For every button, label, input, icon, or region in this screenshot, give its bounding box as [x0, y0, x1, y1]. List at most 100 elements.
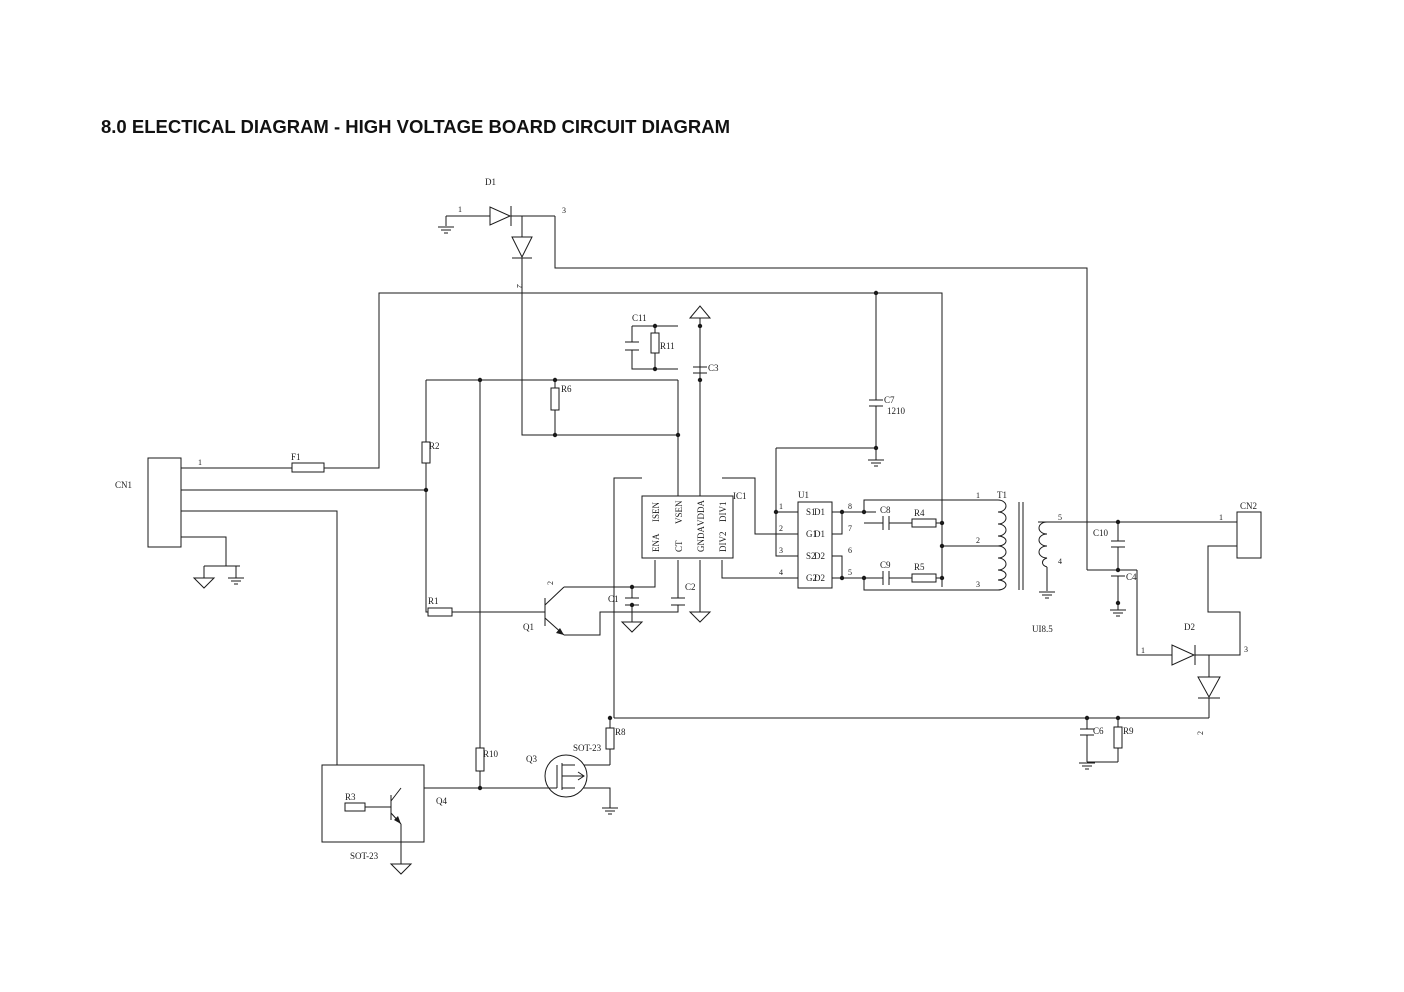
transformer-t1: T1 1 2 3 4 5 UI8.5 [976, 490, 1062, 634]
transistor-q1: Q1 2 [523, 581, 565, 636]
d1-label: D1 [485, 177, 496, 187]
capacitor-c10: C10 [1093, 528, 1125, 548]
c1-label: C1 [608, 594, 619, 604]
r9-label: R9 [1123, 726, 1134, 736]
u1-pin-d2b: D2 [814, 573, 825, 583]
q3-package: SOT-23 [573, 743, 602, 753]
d2-pin1: 1 [1141, 646, 1145, 655]
r11-label: R11 [660, 341, 675, 351]
c11-label: C11 [632, 313, 647, 323]
u1-pin-d2a: D2 [814, 551, 825, 561]
ic1-label: IC1 [733, 491, 747, 501]
q4-label: Q4 [436, 796, 447, 806]
resistor-r6: R6 [550, 384, 572, 411]
connector-cn1: CN1 1 [115, 457, 245, 589]
u1-pin-d1b: D1 [814, 529, 825, 539]
fuse-f1: F1 [291, 452, 325, 473]
u1-num-2: 2 [779, 524, 783, 533]
ground-symbols [390, 305, 1127, 875]
mosfet-q3: Q3 SOT-23 [526, 743, 602, 798]
q1-pin: 2 [546, 581, 555, 585]
ic1-pin-div2: DIV2 [718, 532, 728, 553]
resistor-r2: R2 [421, 441, 440, 464]
cn2-pin1: 1 [1219, 513, 1223, 522]
c9-label: C9 [880, 560, 891, 570]
capacitor-c8: C8 [880, 505, 891, 530]
resistor-r1: R1 [427, 596, 453, 617]
c7-value: 1210 [887, 406, 906, 416]
d2-pin3: 3 [1244, 645, 1248, 654]
u1: U1 S1 D1 G1 D1 S2 D2 G2 D2 1 2 3 4 5 6 7… [779, 490, 852, 589]
r2-label: R2 [429, 441, 440, 451]
resistor-r9: R9 [1113, 726, 1134, 749]
capacitor-c9: C9 [880, 560, 891, 585]
vdd-arrow [688, 305, 712, 319]
c10-label: C10 [1093, 528, 1109, 538]
cn2-label: CN2 [1240, 501, 1257, 511]
d1-pin2: 2 [515, 284, 524, 288]
capacitor-c4: C4 [1111, 569, 1137, 582]
resistor-r5: R5 [911, 562, 937, 583]
d1-pin3: 3 [562, 206, 566, 215]
c8-label: C8 [880, 505, 891, 515]
c2-label: C2 [685, 582, 696, 592]
r6-label: R6 [561, 384, 572, 394]
cn1-label: CN1 [115, 480, 132, 490]
d1-pin1: 1 [458, 205, 462, 214]
u1-num-1: 1 [779, 502, 783, 511]
u1-pin-s2: S2 [806, 551, 816, 561]
resistor-r8: R8 [605, 727, 626, 750]
transistor-q4: R3 Q4 SOT-23 [321, 764, 447, 864]
junction-dots [423, 290, 1121, 791]
capacitor-c7: C7 1210 [869, 395, 906, 416]
r4-label: R4 [914, 508, 925, 518]
t1-value: UI8.5 [1032, 624, 1053, 634]
r10-label: R10 [483, 749, 499, 759]
page-title: 8.0 ELECTICAL DIAGRAM - HIGH VOLTAGE BOA… [101, 116, 730, 137]
diode-d2: D2 1 3 2 [1141, 622, 1248, 735]
ic1-pin-isen: ISEN [651, 502, 661, 523]
ic1-pin-ct: CT [674, 540, 684, 552]
u1-pin-s1: S1 [806, 507, 816, 517]
u1-num-7: 7 [848, 524, 852, 533]
capacitor-c2: C2 [671, 582, 696, 606]
t1-pin1: 1 [976, 491, 980, 500]
t1-pin3: 3 [976, 580, 980, 589]
ic1-pin-vdda: VDDA [696, 500, 706, 526]
capacitor-c1: C1 [608, 594, 639, 606]
r5-label: R5 [914, 562, 925, 572]
c6-label: C6 [1093, 726, 1104, 736]
u1-num-6: 6 [848, 546, 852, 555]
d2-pin2: 2 [1196, 731, 1205, 735]
capacitor-c3: C3 [693, 363, 719, 374]
q1-label: Q1 [523, 622, 534, 632]
ic1-pin-ena: ENA [651, 533, 661, 552]
wires [181, 215, 1241, 808]
t1-label: T1 [997, 490, 1007, 500]
ic1-pin-gnda: GNDA [696, 526, 706, 552]
u1-label: U1 [798, 490, 809, 500]
u1-num-4: 4 [779, 568, 783, 577]
t1-pin2: 2 [976, 536, 980, 545]
u1-pin-g1: G1 [806, 529, 817, 539]
resistor-r11: R11 [650, 332, 675, 354]
r3-label: R3 [345, 792, 356, 802]
f1-label: F1 [291, 452, 301, 462]
q3-label: Q3 [526, 754, 537, 764]
ic1-pin-div1: DIV1 [718, 502, 728, 523]
c7-label: C7 [884, 395, 895, 405]
diode-d1: D1 1 3 2 [437, 177, 566, 288]
u1-pin-g2: G2 [806, 573, 817, 583]
u1-num-3: 3 [779, 546, 783, 555]
c3-label: C3 [708, 363, 719, 373]
capacitor-c6: C6 [1080, 726, 1104, 736]
r1-label: R1 [428, 596, 439, 606]
c4-label: C4 [1126, 572, 1137, 582]
u1-num-8: 8 [848, 502, 852, 511]
resistor-r10: R10 [475, 747, 499, 772]
q4-package: SOT-23 [350, 851, 379, 861]
r8-label: R8 [615, 727, 626, 737]
resistor-r4: R4 [911, 508, 937, 528]
ic1: IC1 ENA ISEN CT VSEN GNDA VDDA DIV2 DIV1 [641, 491, 747, 559]
